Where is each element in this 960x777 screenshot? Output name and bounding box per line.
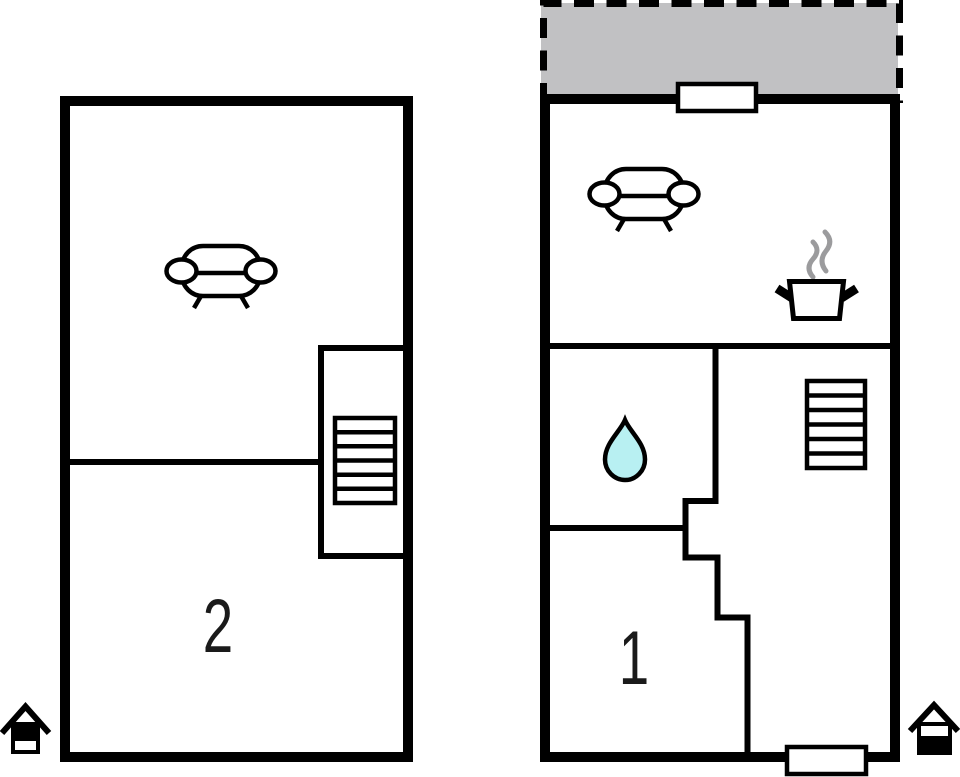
stair-treads (807, 393, 865, 456)
house-upper-floor-icon (0, 701, 52, 754)
stairs-icon (332, 415, 398, 506)
floor-1-label: 1 (619, 616, 649, 701)
pot-body (786, 279, 847, 321)
floor-2-label: 2 (203, 584, 233, 669)
house-lower-empty (11, 737, 40, 754)
stair-treads (335, 429, 395, 492)
house-upper-empty (917, 722, 952, 740)
door-opening-bottom (784, 744, 869, 777)
steam-icon (806, 239, 820, 280)
terrace-dashed-border (540, 0, 903, 103)
house-ground-floor-icon (907, 700, 960, 755)
floor-1-stepped-wall (682, 349, 751, 757)
floor-1-plan: 1 (540, 81, 900, 777)
house-lower-filled (917, 740, 952, 755)
steam-icon (819, 229, 833, 274)
house-roof (0, 701, 52, 735)
house-upper-filled (11, 722, 40, 737)
water-drop-icon (602, 414, 648, 483)
floor-2-plan: 2 (60, 96, 413, 762)
door-opening-top (675, 81, 759, 114)
cooking-pot-icon (774, 229, 859, 321)
stairs-icon (804, 378, 868, 471)
